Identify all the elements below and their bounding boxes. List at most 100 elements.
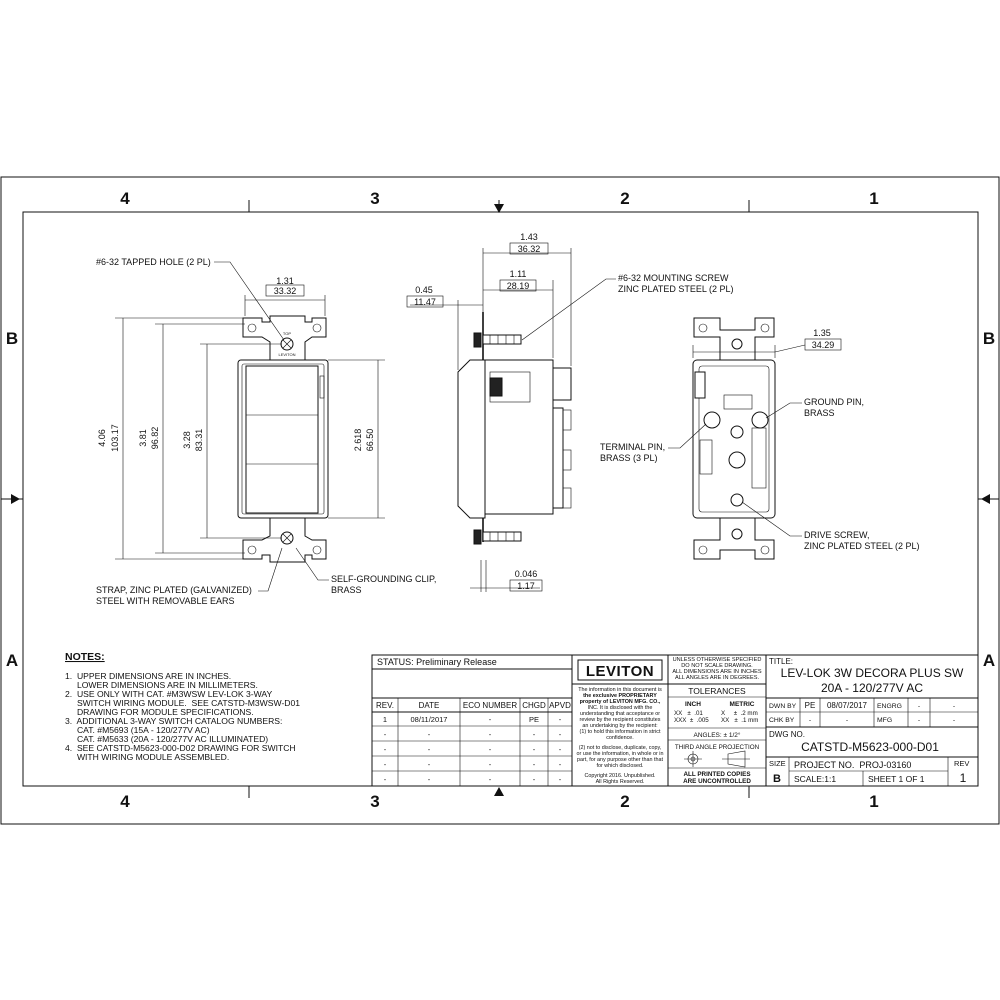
company-logo-box xyxy=(577,659,663,681)
angles-tol: ANGLES: ± 1/2° xyxy=(694,731,741,739)
title-label: TITLE: xyxy=(769,657,793,666)
front-paddle xyxy=(245,365,319,514)
side-overall-depth-in: 1.43 xyxy=(520,232,538,242)
back-view: 1.35 34.29 GROUND PIN, BRASS TERMINAL PI… xyxy=(600,317,920,560)
cell-rev: - xyxy=(384,775,387,784)
cell-date: 08/11/2017 xyxy=(411,715,448,724)
drive-note-2: ZINC PLATED STEEL (2 PL) xyxy=(804,541,920,551)
tolerances-label: TOLERANCES xyxy=(688,686,746,696)
note-line: 3. ADDITIONAL 3-WAY SWITCH CATALOG NUMBE… xyxy=(65,716,282,726)
proprietary-line: or use the information, in whole or in xyxy=(577,751,664,757)
front-top-mark: TOP xyxy=(283,331,291,336)
revision-row: - - - - - xyxy=(384,760,562,769)
front-height-2-mm: 96.82 xyxy=(150,427,160,450)
cell-apvd: - xyxy=(559,730,562,739)
ground-note-2: BRASS xyxy=(804,408,835,418)
cell-apvd: - xyxy=(559,745,562,754)
zone-labels: 4 3 2 1 4 3 2 1 B A B A xyxy=(6,189,995,811)
inch-label: INCH xyxy=(685,701,701,708)
company-logo: LEVITON xyxy=(586,663,654,680)
side-front-depth-in: 0.45 xyxy=(415,285,433,295)
zone-bottom-1: 1 xyxy=(869,792,878,811)
cell-apvd: - xyxy=(559,760,562,769)
front-height-3-in: 3.28 xyxy=(182,431,192,449)
zone-right-b: B xyxy=(983,329,995,348)
center-arrow-right xyxy=(981,494,990,504)
sheet: SHEET 1 OF 1 xyxy=(868,774,925,784)
front-paddle-height-in: 2.618 xyxy=(353,429,363,452)
cell-rev: - xyxy=(384,730,387,739)
mfg-label: MFG xyxy=(877,717,892,724)
inch-tol-2: XXX ± .005 xyxy=(674,717,709,724)
title-line-1: LEV-LOK 3W DECORA PLUS SW xyxy=(781,666,964,680)
note-line: CAT. #M5693 (15A - 120/277V AC) xyxy=(65,725,210,735)
side-front-depth-mm: 11.47 xyxy=(414,297,436,307)
proprietary-line: All Rights Reserved. xyxy=(596,779,645,785)
proprietary-line: Copyright 2016. Unpublished. xyxy=(584,773,655,779)
proprietary-line: The information in this document is xyxy=(578,687,662,693)
proprietary-line: confidence. xyxy=(606,735,634,741)
ground-note-1: GROUND PIN, xyxy=(804,397,864,407)
unless-line: ALL ANGLES ARE IN DEGREES. xyxy=(675,675,759,681)
side-body-depth-mm: 28.19 xyxy=(507,281,530,291)
front-width-mm: 33.32 xyxy=(274,286,297,296)
strap-note-1: STRAP, ZINC PLATED (GALVANIZED) xyxy=(96,585,252,595)
tapped-hole-note: #6-32 TAPPED HOLE (2 PL) xyxy=(96,257,211,267)
printed-copies-1: ALL PRINTED COPIES xyxy=(683,771,750,778)
proprietary-line: an undertaking by the recipient: xyxy=(582,723,657,729)
date-header: DATE xyxy=(419,701,440,710)
cell-apvd: - xyxy=(559,775,562,784)
terminal-note-1: TERMINAL PIN, xyxy=(600,442,665,452)
cell-rev: 1 xyxy=(383,715,387,724)
cell-eco: - xyxy=(489,760,492,769)
back-body xyxy=(692,359,776,519)
front-strap-bottom xyxy=(242,517,327,563)
notes-heading: NOTES: xyxy=(65,651,105,663)
inch-tol-1: XX ± .01 xyxy=(674,710,703,717)
proprietary-line: the exclusive PROPRIETARY xyxy=(583,693,657,699)
cell-eco: - xyxy=(489,745,492,754)
engrg-value: - xyxy=(918,703,920,710)
outer-border xyxy=(0,176,1000,825)
note-line: DRAWING FOR MODULE SPECIFICATIONS. xyxy=(65,707,254,717)
back-terminal-pin-2 xyxy=(730,425,744,439)
front-paddle-height-mm: 66.50 xyxy=(365,429,375,452)
back-drive-screw xyxy=(730,493,744,507)
projection-symbol xyxy=(684,750,750,768)
proprietary-line: INC. It is disclosed with the xyxy=(588,705,653,711)
zone-bottom-3: 3 xyxy=(370,792,379,811)
proprietary-line: part, for any purpose other than that xyxy=(577,757,664,763)
clip-note-2: BRASS xyxy=(331,585,362,595)
printed-copies-2: ARE UNCONTROLLED xyxy=(683,778,751,785)
chk-by-value: - xyxy=(809,717,811,724)
zone-right-a: A xyxy=(983,651,995,670)
drive-note-1: DRIVE SCREW, xyxy=(804,530,870,540)
dwn-by-label: DWN BY xyxy=(769,703,797,710)
side-body-depth-in: 1.11 xyxy=(510,269,527,279)
project-number: PROJECT NO. PROJ-03160 xyxy=(794,760,911,770)
front-overall-height-mm: 103.17 xyxy=(110,424,120,452)
cell-eco: - xyxy=(489,715,492,724)
center-arrow-left xyxy=(11,494,20,504)
zone-top-3: 3 xyxy=(370,189,379,208)
rev-header: REV. xyxy=(376,701,394,710)
zone-left-a: A xyxy=(6,651,18,670)
back-terminal-pin-1 xyxy=(703,411,721,429)
eco-header: ECO NUMBER xyxy=(463,701,517,710)
cell-date: - xyxy=(428,760,431,769)
dwn-by-value: PE xyxy=(805,701,816,710)
rev-label: REV xyxy=(954,759,969,768)
metric-tol-2: XX ± .1 mm xyxy=(721,717,758,724)
front-height-3-mm: 83.31 xyxy=(194,429,204,452)
strap-note-2: STEEL WITH REMOVABLE EARS xyxy=(96,596,235,606)
chk-by-label: CHK BY xyxy=(769,717,795,724)
zone-top-2: 2 xyxy=(620,189,629,208)
revision-row: 1 08/11/2017 - PE - xyxy=(383,715,562,724)
note-line: LOWER DIMENSIONS ARE IN MILLIMETERS. xyxy=(65,680,258,690)
revision-row: - - - - - xyxy=(384,730,562,739)
unless-line: UNLESS OTHERWISE SPECIFIED xyxy=(673,657,762,663)
revision-row: - - - - - xyxy=(384,745,562,754)
unless-line: ALL DIMENSIONS ARE IN INCHES xyxy=(672,669,762,675)
cell-chgd: - xyxy=(533,745,536,754)
side-strap-thk-mm: 1.17 xyxy=(517,581,535,591)
